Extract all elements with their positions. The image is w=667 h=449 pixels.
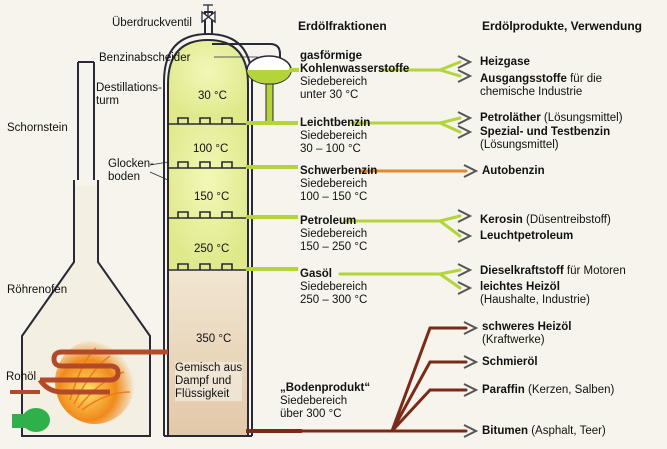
arrow-gasoel: [338, 268, 462, 276]
label-crude-oil: Rohöl: [6, 371, 37, 383]
arrow-petroleum: [344, 214, 462, 223]
tube-furnace: [21, 186, 151, 437]
product-ausgangsstoffe: Ausgangsstoffe für die chemische Industr…: [480, 73, 603, 98]
temp-150: 150 °C: [194, 191, 230, 203]
fraction-bottom-name: „Bodenprodukt“: [280, 382, 371, 394]
fraction-gas-name: gasförmige Kohlenwasserstoffe: [300, 50, 410, 75]
product-leuchtpetroleum: Leuchtpetroleum: [480, 230, 574, 242]
chimney: [73, 61, 99, 186]
product-diesel: Dieselkraftstoff für Motoren: [480, 265, 626, 277]
product-heizgase: Heizgase: [480, 56, 530, 68]
label-mixture: Gemisch aus Dampf und Flüssigkeit: [175, 362, 243, 401]
label-bubble-cap: Glocken- boden: [108, 158, 155, 183]
label-chimney: Schornstein: [7, 122, 68, 134]
tower-vapor-fill: [168, 40, 248, 435]
fraction-leichtbenzin-name: Leichtbenzin: [300, 117, 371, 129]
fraction-schwerbenzin-name: Schwerbenzin: [300, 165, 378, 177]
label-separator: Benzinabscheider: [99, 52, 191, 64]
pressure-valve-icon: [201, 4, 216, 24]
fraction-bottom-range: Siedebereich über 300 °C: [280, 395, 348, 420]
label-valve: Überdruckventil: [112, 17, 192, 29]
product-bitumen: Bitumen (Asphalt, Teer): [482, 425, 606, 437]
header-products: Erdölprodukte, Verwendung: [482, 19, 643, 33]
product-paraffin: Paraffin (Kerzen, Salben): [482, 384, 615, 396]
product-spezialbenzin: Spezial- und Testbenzin (Lösungsmittel): [480, 126, 611, 151]
tray-4: [168, 263, 248, 271]
fraction-leichtbenzin-range: Siedebereich 30 – 100 °C: [300, 130, 368, 155]
product-schmieroel: Schmieröl: [482, 356, 538, 368]
fraction-gasoel-name: Gasöl: [300, 268, 332, 280]
product-leichtes-heizoel: leichtes Heizöl (Haushalte, Industrie): [480, 281, 590, 306]
product-arrows: [298, 60, 468, 433]
arrow-heads: [457, 55, 479, 438]
tray-2: [168, 161, 248, 169]
tray-1: [168, 117, 248, 125]
fraction-schwerbenzin-range: Siedebereich 100 – 150 °C: [300, 178, 368, 203]
benzin-separator: [204, 11, 292, 123]
fraction-pipes: [246, 68, 302, 433]
fraction-gas-range: Siedebereich unter 30 °C: [300, 76, 368, 101]
temp-350: 350 °C: [196, 333, 232, 345]
temp-250: 250 °C: [194, 243, 230, 255]
product-kerosin: Kerosin (Düsentreibstoff): [480, 214, 611, 226]
product-autobenzin: Autobenzin: [482, 165, 545, 177]
crude-oil-pump: [10, 390, 50, 432]
product-petrolaether: Petroläther (Lösungsmittel): [480, 112, 623, 124]
fraction-gasoel-range: Siedebereich 250 – 300 °C: [300, 281, 368, 306]
bubble-cap-trays: [168, 117, 248, 271]
fraction-petroleum-name: Petroleum: [300, 215, 357, 227]
tray-3: [168, 211, 248, 219]
temp-30: 30 °C: [198, 90, 227, 102]
label-tower: Destillations- turm: [96, 82, 162, 107]
leader-lines: [149, 56, 258, 181]
label-furnace: Röhrenofen: [7, 284, 68, 296]
temp-100: 100 °C: [193, 143, 229, 155]
heating-coil: [37, 349, 168, 395]
fraction-petroleum-range: Siedebereich 150 – 250 °C: [300, 228, 368, 253]
header-fractions: Erdölfraktionen: [298, 19, 387, 33]
product-schweres-heizoel: schweres Heizöl (Kraftwerke): [482, 321, 572, 346]
